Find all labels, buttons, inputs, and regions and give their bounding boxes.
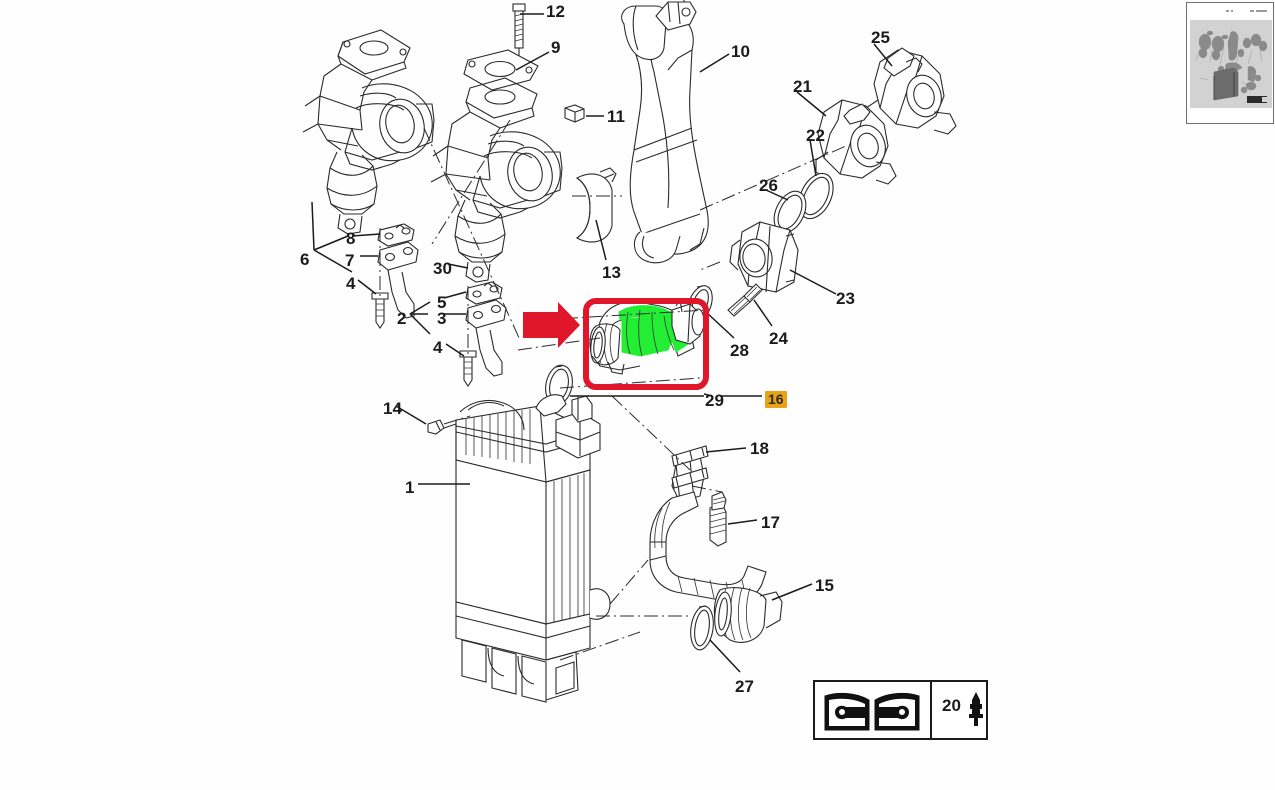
lower-charge-hose-15: [649, 445, 783, 651]
charge-pipe-10: [621, 0, 709, 264]
callout-28[interactable]: 28: [730, 341, 749, 360]
thumbnail-mini-diagram: [1190, 20, 1272, 108]
callout-7[interactable]: 7: [345, 251, 355, 270]
callout-1[interactable]: 1: [405, 478, 415, 497]
legend-number: 20: [942, 696, 961, 715]
bolt-24: [727, 283, 763, 317]
callout-14[interactable]: 14: [383, 399, 402, 418]
callout-8[interactable]: 8: [346, 229, 356, 248]
callout-22[interactable]: 22: [806, 126, 825, 145]
legend-manual-cell[interactable]: [813, 680, 931, 740]
nut-11: [564, 104, 585, 123]
fastener-icon: [969, 692, 983, 726]
clamp-13: [575, 167, 617, 243]
callout-4-left[interactable]: 4: [346, 274, 356, 293]
sensor-17: [709, 491, 727, 547]
screw-4-right: [459, 350, 477, 387]
intercooler-1: [427, 394, 611, 703]
thumbnail-image: [1190, 20, 1272, 108]
callout-29[interactable]: 29: [705, 391, 724, 410]
hose-neck-right: [671, 299, 705, 345]
callout-30[interactable]: 30: [433, 259, 452, 278]
turbocharger-left-illustration: [302, 29, 435, 235]
callout-11[interactable]: 11: [607, 107, 625, 126]
throttle-body-21: [815, 99, 897, 185]
assembly-axis-lines: [423, 119, 847, 661]
callout-27[interactable]: 27: [735, 677, 754, 696]
callout-26[interactable]: 26: [759, 176, 778, 195]
callout-15[interactable]: 15: [815, 576, 834, 595]
callout-21[interactable]: 21: [793, 77, 812, 96]
gasket-22: [798, 172, 834, 220]
screw-4-left: [371, 292, 389, 329]
brackets-and-bolts: [371, 223, 507, 387]
thumbnail-header: [1190, 5, 1272, 19]
callout-9[interactable]: 9: [551, 38, 561, 57]
callout-6[interactable]: 6: [300, 250, 310, 269]
callout-4-right[interactable]: 4: [433, 338, 443, 357]
callout-3[interactable]: 3: [437, 309, 447, 328]
hose-end-cuff: [713, 587, 783, 643]
callout-18[interactable]: 18: [750, 439, 769, 458]
clamp-ring-27: [690, 605, 714, 651]
red-pointer-arrow: [523, 302, 580, 348]
legend-box: 20: [813, 680, 988, 740]
oring-26: [773, 190, 807, 234]
callout-16-highlighted[interactable]: 16: [765, 391, 787, 408]
callout-24[interactable]: 24: [769, 329, 788, 348]
callout-17[interactable]: 17: [761, 513, 780, 532]
callout-23[interactable]: 23: [836, 289, 855, 308]
callout-25[interactable]: 25: [871, 28, 890, 47]
screw-14: [427, 419, 457, 435]
callout-12[interactable]: 12: [546, 2, 565, 21]
turbocharger-right-illustration: [430, 3, 585, 283]
service-manual-icon: [824, 692, 920, 731]
callout-10[interactable]: 10: [731, 42, 750, 61]
connector-23: [727, 221, 799, 317]
page-thumbnail[interactable]: [1186, 2, 1274, 124]
thumbnail-header-marks: [1226, 10, 1267, 12]
throttle-body-25: [865, 47, 957, 135]
hose-cuff-left: [589, 322, 625, 375]
charge-air-hose-16: [589, 299, 705, 375]
callout-leader-lines: [311, 13, 893, 673]
callout-2[interactable]: 2: [397, 309, 407, 328]
callout-5[interactable]: 5: [437, 293, 447, 312]
bolt-12: [512, 3, 526, 56]
callout-13[interactable]: 13: [602, 263, 621, 282]
legend-part-cell[interactable]: 20: [931, 680, 988, 740]
